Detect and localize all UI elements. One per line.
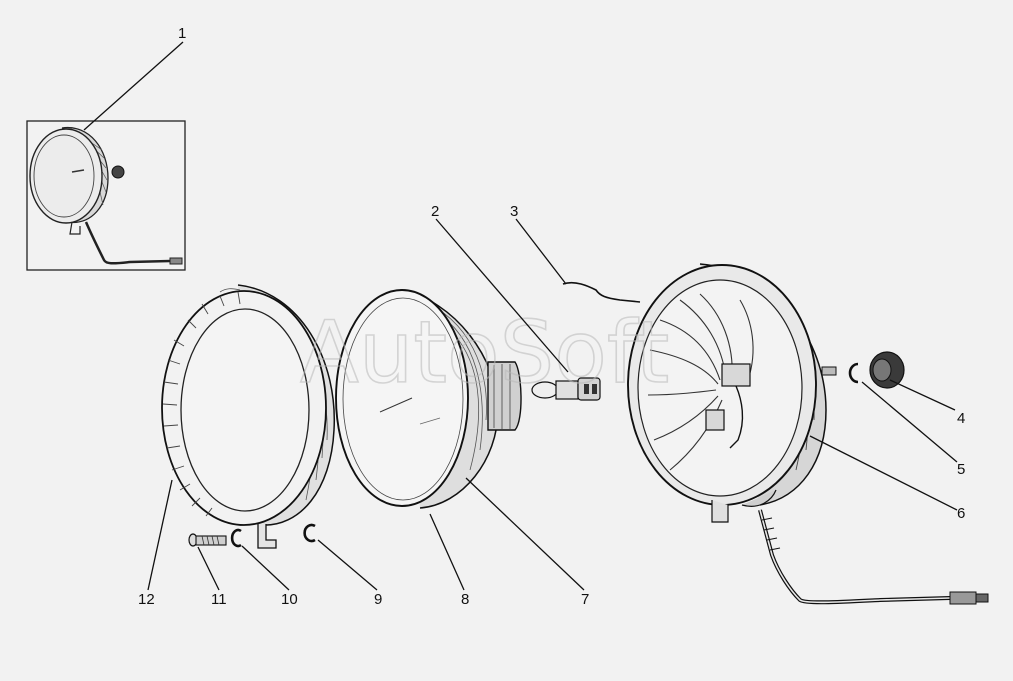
washer-part-9 [303,523,316,543]
callout-labels: 1 2 3 4 5 6 7 8 9 10 11 12 [138,25,965,608]
callout-8: 8 [461,591,469,608]
washer-part-10 [230,528,242,548]
bulb-part [531,377,601,401]
callout-7: 7 [581,591,589,608]
spring-clip-part [562,281,641,303]
callout-12: 12 [138,591,155,608]
lens-and-reflector-part [335,289,522,509]
callout-10: 10 [281,591,298,608]
callout-9: 9 [374,591,382,608]
callout-11: 11 [211,591,227,608]
callout-5: 5 [957,461,965,478]
nut-part [869,351,905,389]
leader-lines [83,41,958,591]
callout-1: 1 [178,25,186,42]
housing-part [627,263,989,605]
watermark-text: AutoSoft [300,303,669,403]
inset-assembled-headlamp [26,120,186,271]
callout-2: 2 [431,203,439,220]
rim-part [161,284,335,549]
callout-3: 3 [510,203,518,220]
screw-part [188,533,227,547]
callout-6: 6 [957,505,965,522]
washer-part-5 [848,362,859,384]
callout-4: 4 [957,410,965,427]
